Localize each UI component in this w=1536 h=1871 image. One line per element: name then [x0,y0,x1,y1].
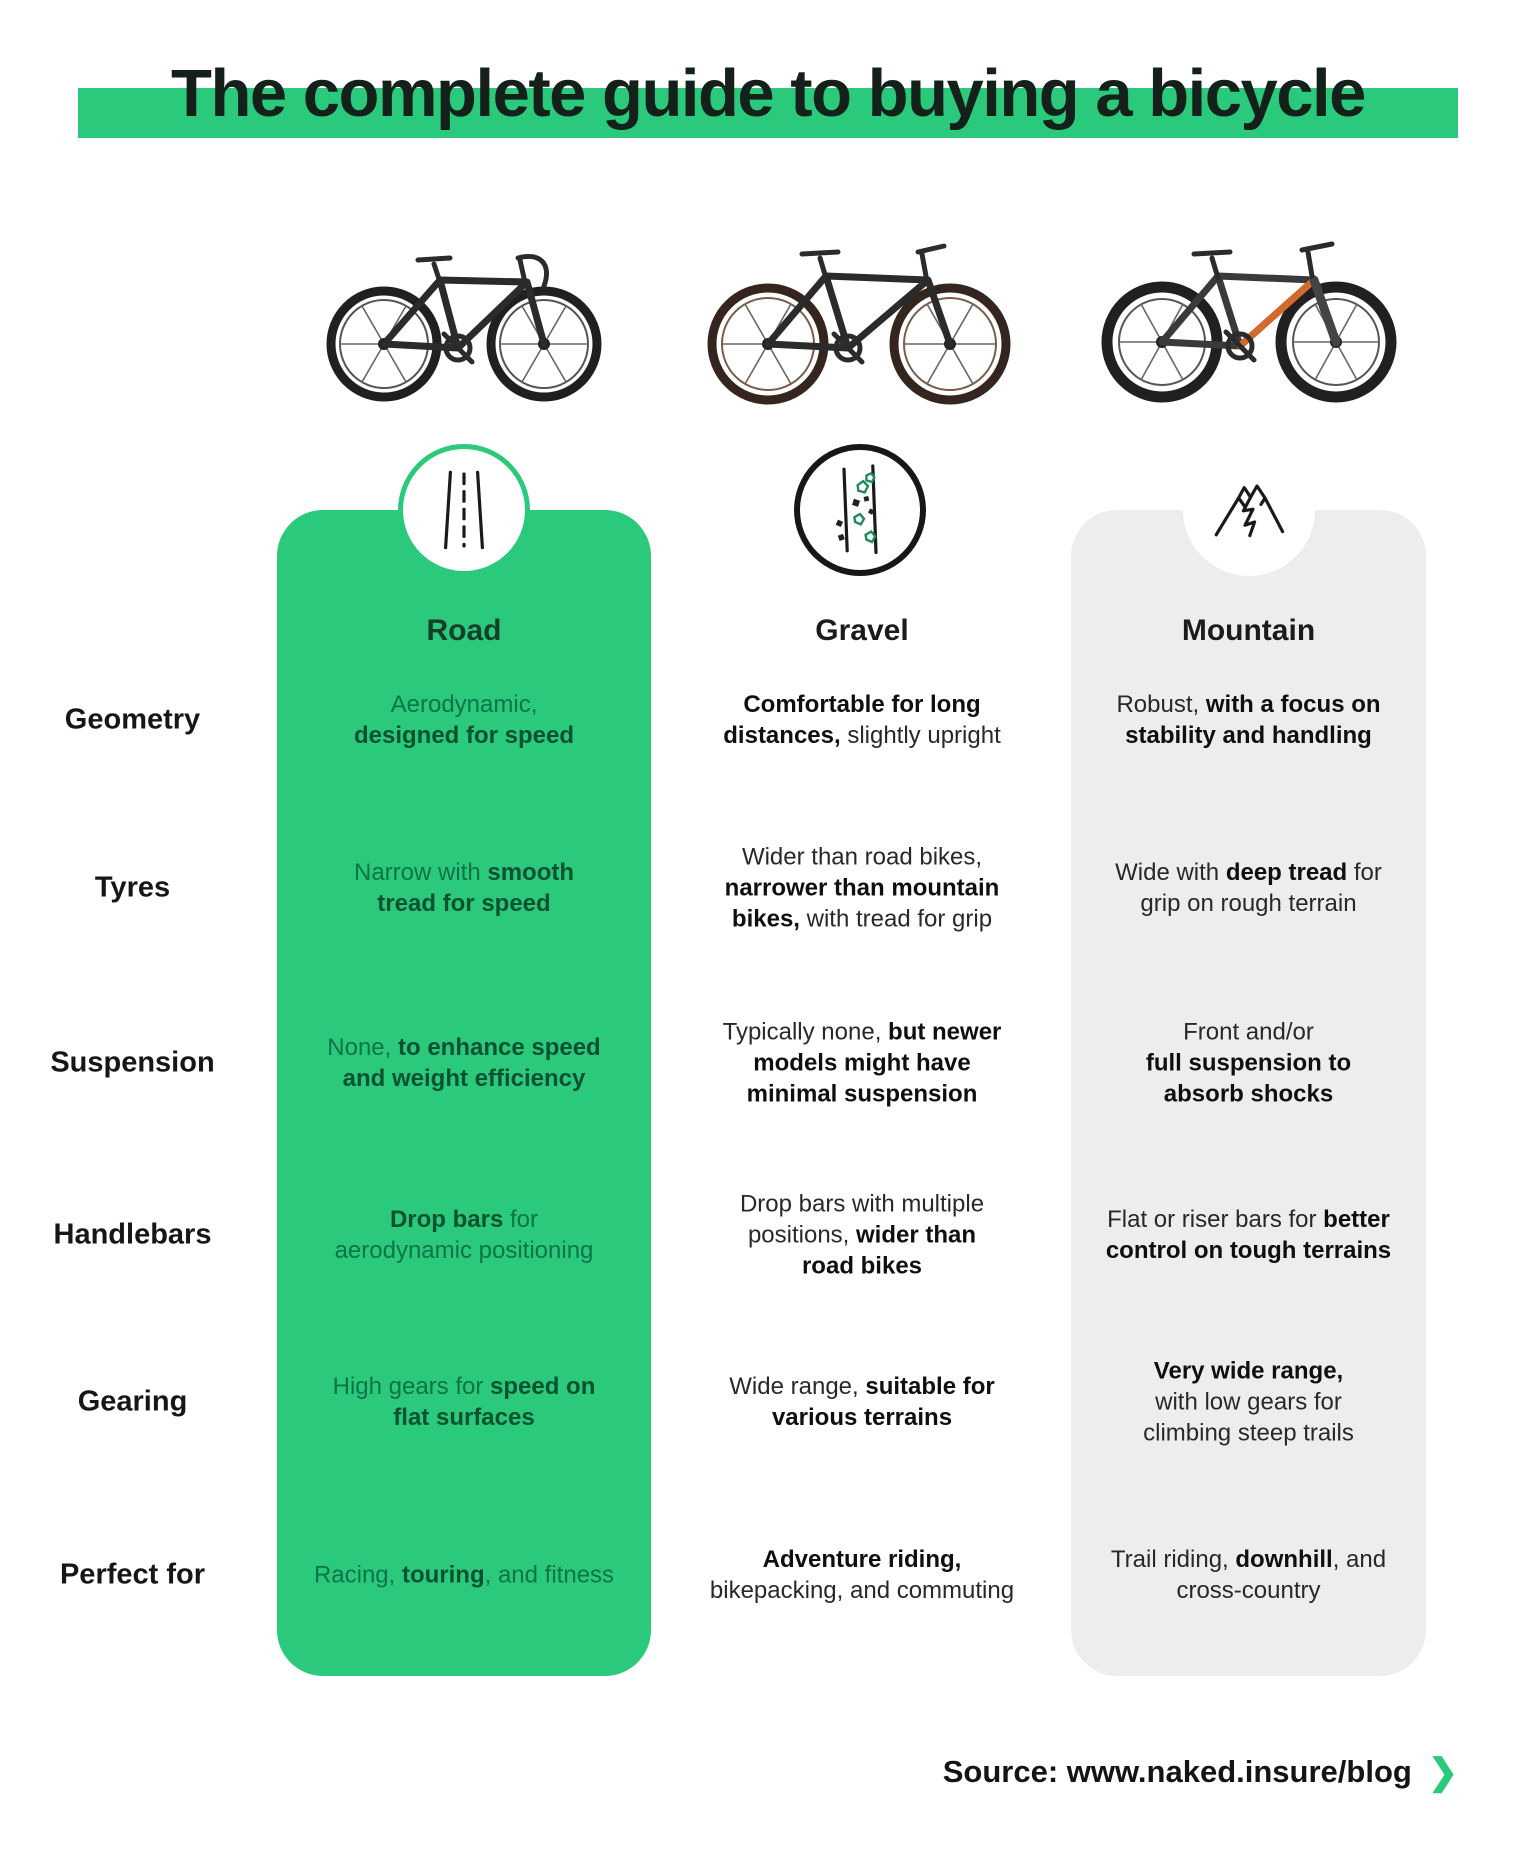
road-geometry-cell: Aerodynamic,designed for speed [353,691,575,749]
road-bike-image [326,254,602,402]
row-label-tyres: Tyres [94,871,171,904]
page-title: The complete guide to buying a bicycle [171,56,1366,131]
row-label-perfect-for: Perfect for [59,1558,206,1591]
road-column-card [277,510,651,1676]
table-row-perfect-for: Perfect for Racing, touring, and fitness A… [0,1513,1536,1637]
gravel-tyres-cell: Wider than road bikes,narrower than moun… [724,843,1000,933]
column-header-road: Road [426,614,502,647]
row-label-geometry: Geometry [64,703,201,736]
road-perfect-for-cell: Racing, touring, and fitness [313,1561,615,1589]
column-header-mountain: Mountain [1181,614,1316,647]
source-label[interactable]: Source: www.naked.insure/blog [942,1754,1412,1789]
road-icon [398,444,530,576]
gravel-icon [794,444,926,576]
gravel-perfect-for-cell: Adventure riding,bikepacking, and commut… [709,1546,1015,1604]
mountain-bike-image [1101,241,1397,403]
chevron-right-icon[interactable]: ❯ [1427,1751,1458,1792]
gravel-bike-image [707,243,1011,405]
mountain-icon [1183,444,1315,576]
title-highlight-bar [78,88,1458,138]
row-label-gearing: Gearing [77,1385,188,1418]
mountain-column-card [1071,510,1426,1676]
source-link[interactable]: Source: www.naked.insure/blog ❯ [943,1754,1458,1790]
row-label-handlebars: Handlebars [53,1218,212,1251]
row-label-suspension: Suspension [50,1046,215,1079]
table-row-geometry: Geometry Aerodynamic,designed for speed Co… [0,662,1536,778]
column-header-gravel: Gravel [815,614,909,647]
